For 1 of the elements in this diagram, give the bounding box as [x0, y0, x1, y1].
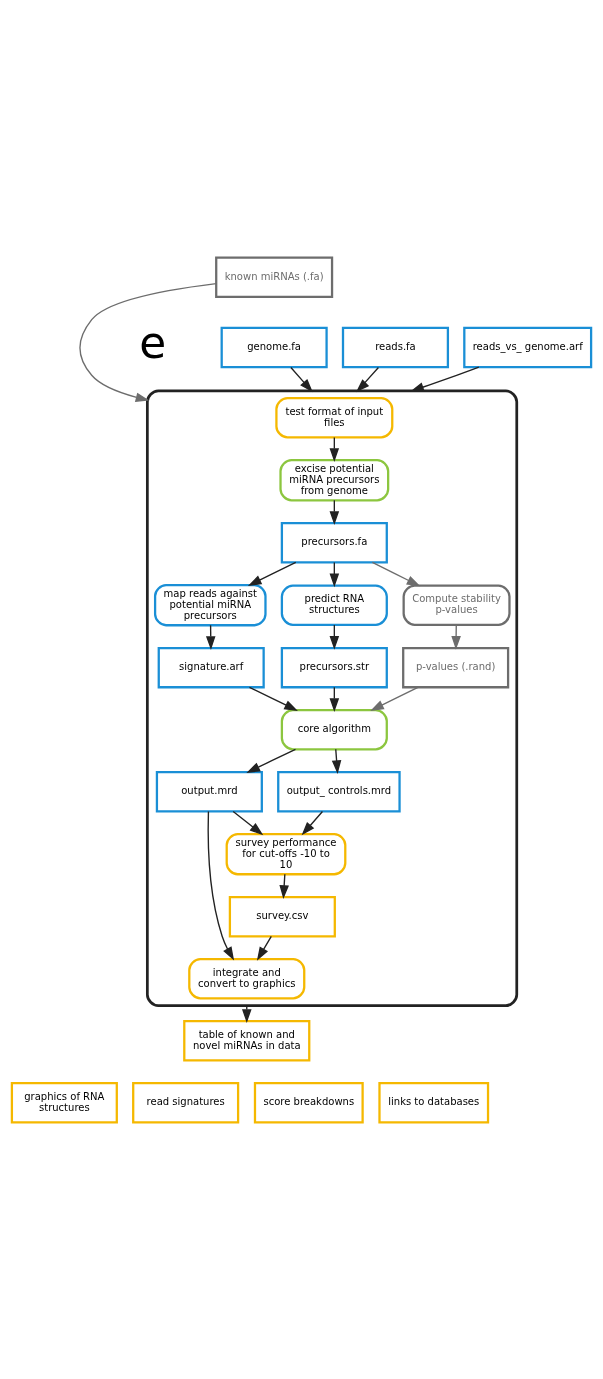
- label: e: [139, 316, 167, 368]
